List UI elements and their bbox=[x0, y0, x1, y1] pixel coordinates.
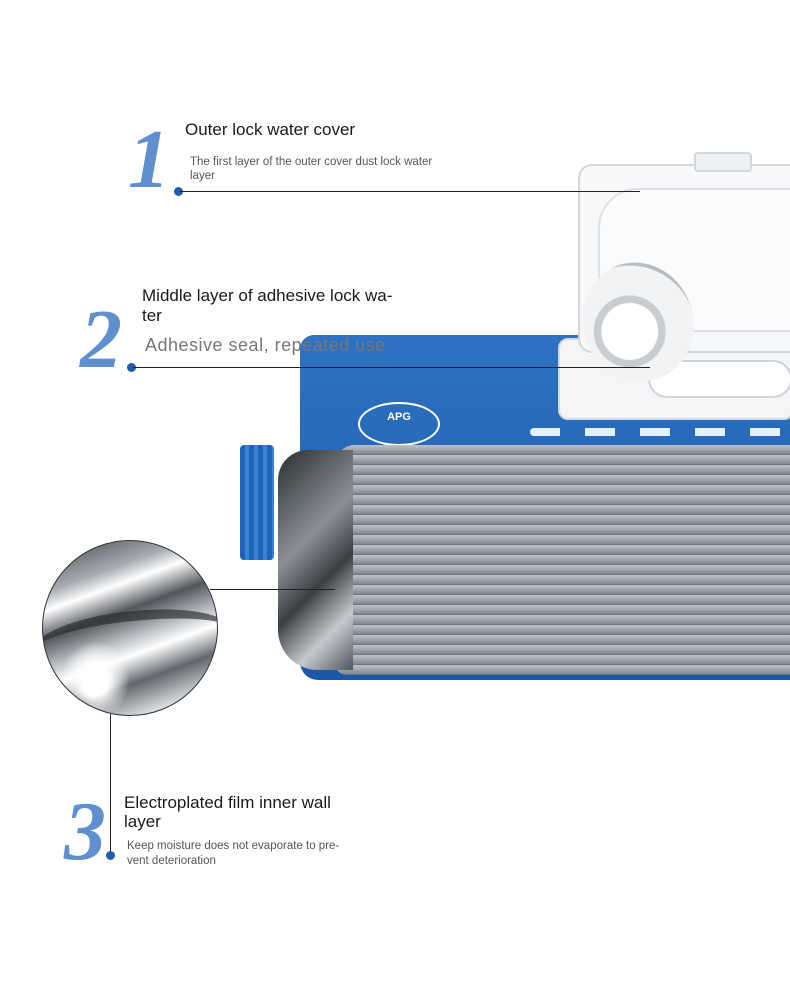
layer-3-vertical-leader bbox=[110, 714, 111, 854]
layer-3-subtitle-line1: Keep moisture does not evaporate to pre- bbox=[127, 840, 340, 852]
layer-3-number: 3 bbox=[64, 785, 106, 878]
layer-3-subtitle-line2: vent deterioration bbox=[127, 855, 216, 867]
foil-closeup-illustration bbox=[42, 540, 218, 716]
package-seal bbox=[240, 445, 274, 560]
layer-2-dot bbox=[127, 363, 136, 372]
layer-2-subtitle: Adhesive seal, repeated use bbox=[145, 335, 386, 355]
layer-1-leader bbox=[180, 191, 640, 192]
apg-badge-text: APG bbox=[387, 411, 411, 423]
layer-2-title-line2: ter bbox=[142, 306, 162, 325]
layer-1-number: 1 bbox=[128, 113, 170, 206]
foil-wave bbox=[43, 600, 217, 682]
layer-2-number: 2 bbox=[80, 293, 122, 386]
layer-1-subtitle: The first layer of the outer cover dust … bbox=[190, 156, 433, 182]
foil-leader bbox=[210, 589, 335, 590]
layer-1-title: Outer lock water cover bbox=[185, 120, 356, 139]
lid-tab bbox=[694, 152, 752, 172]
layer-2-title-line1: Middle layer of adhesive lock wa- bbox=[142, 286, 393, 305]
package-print-dots bbox=[530, 428, 790, 436]
layer-1-dot bbox=[174, 187, 183, 196]
apg-badge: APG bbox=[358, 402, 440, 446]
package-illustration: APG bbox=[240, 150, 790, 690]
layer-3-dot bbox=[106, 851, 115, 860]
wipes-stack bbox=[335, 445, 790, 675]
foil-interior bbox=[278, 450, 353, 670]
layer-3-title-line1: Electroplated film inner wall bbox=[124, 793, 331, 812]
layer-2-leader bbox=[133, 367, 650, 368]
layer-3-title-line2: layer bbox=[124, 812, 161, 831]
